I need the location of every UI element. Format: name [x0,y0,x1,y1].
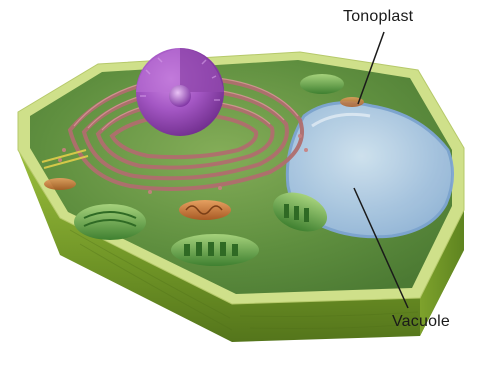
chloroplast-left [74,204,146,240]
mitochondrion-center [179,200,231,220]
nucleolus [169,85,191,107]
tonoplast-label: Tonoplast [343,8,413,26]
nucleus [136,48,224,136]
vacuole-label: Vacuole [392,313,450,331]
mitochondrion-left [44,178,76,190]
chloroplast-bottom [171,234,259,266]
chloroplast-upper-right [300,74,344,94]
